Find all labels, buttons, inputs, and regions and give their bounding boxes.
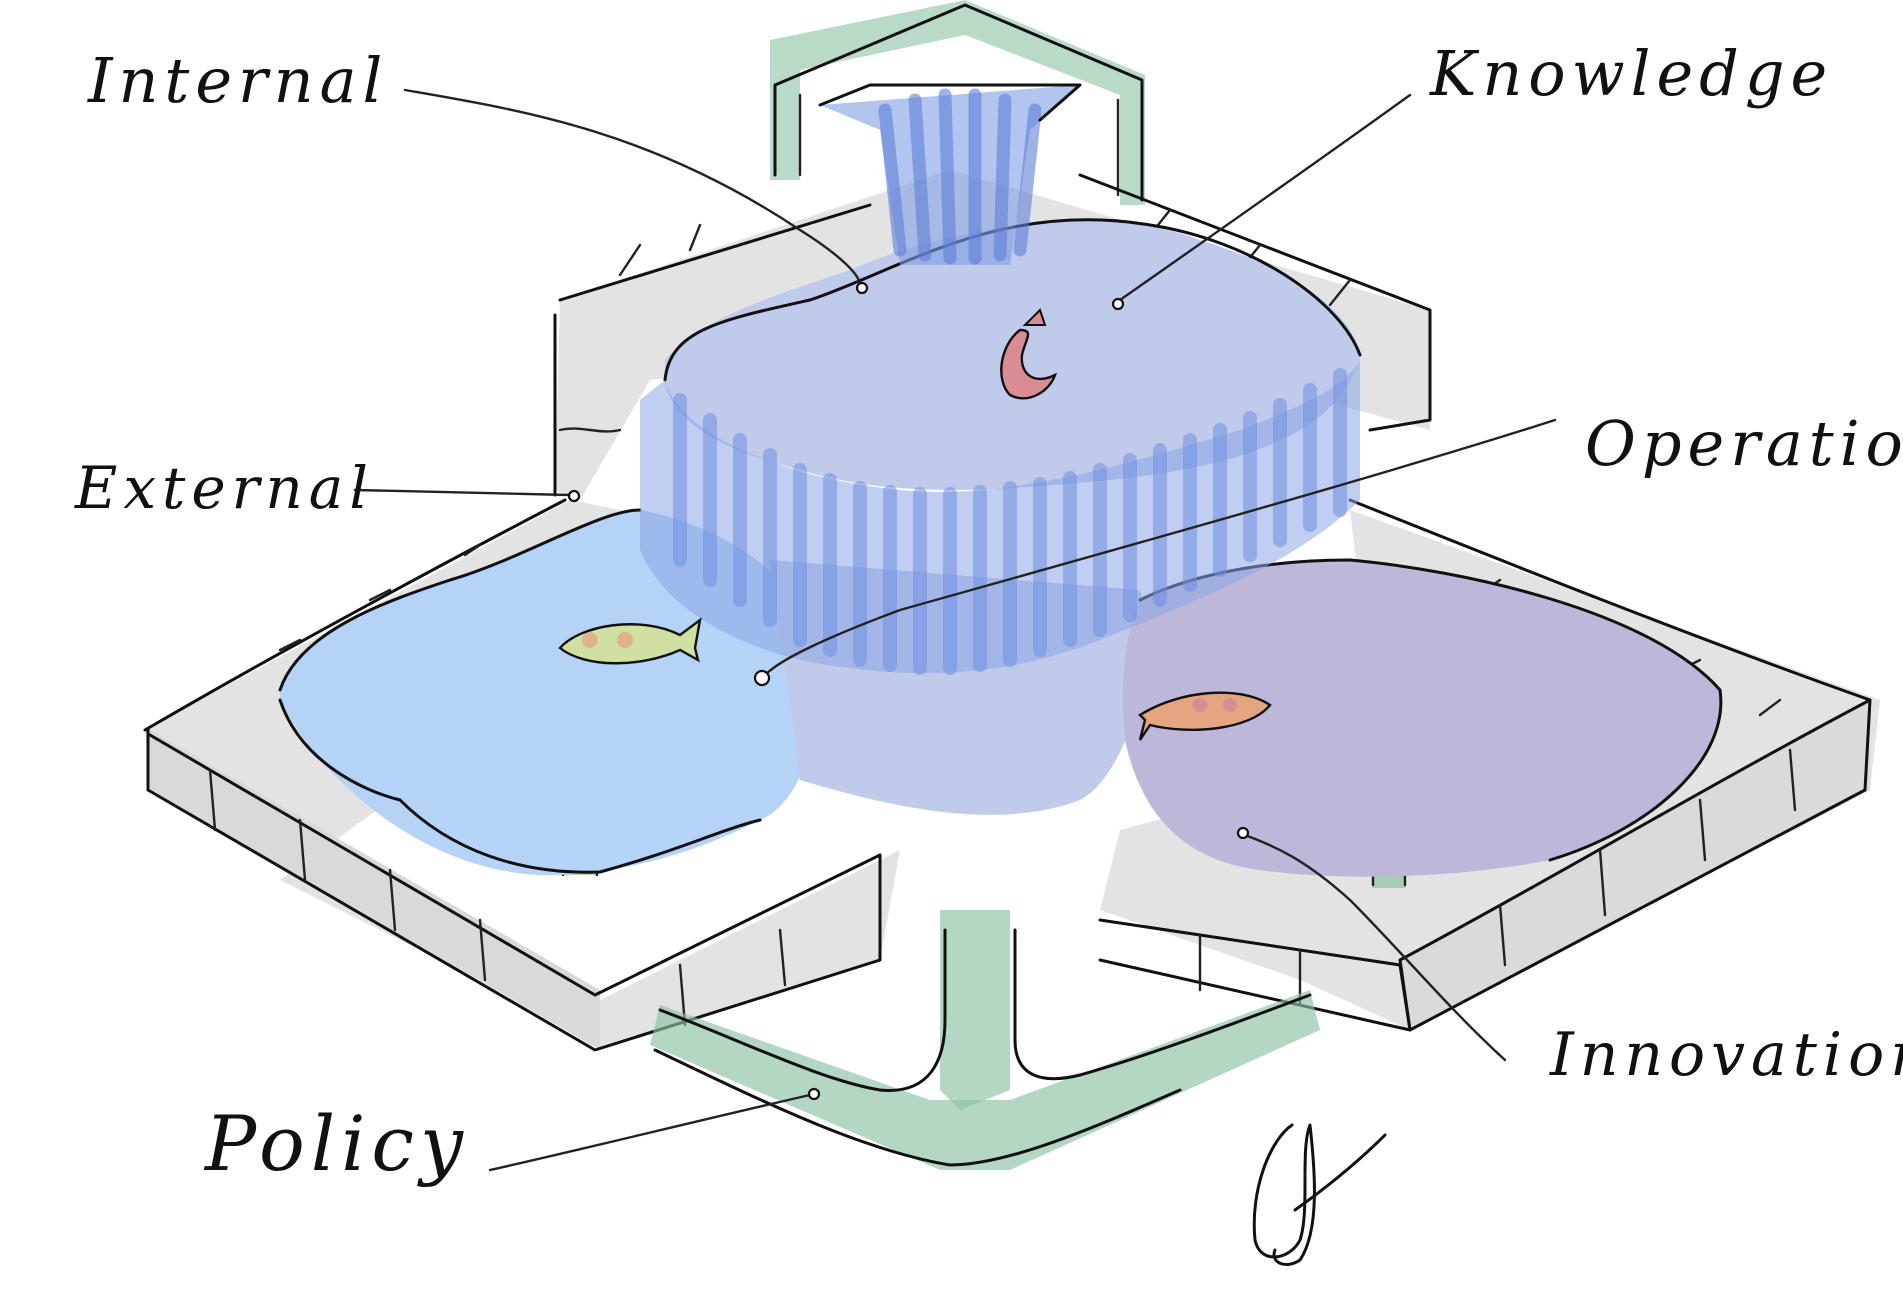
fish-red-icon bbox=[1000, 308, 1058, 400]
fish-green-icon bbox=[558, 617, 702, 665]
label-policy: Policy bbox=[203, 1099, 469, 1188]
top-spout bbox=[818, 83, 1082, 265]
leader-lines bbox=[353, 88, 1557, 1172]
label-internal: Internal bbox=[87, 44, 388, 117]
label-innovation: Innovation bbox=[1549, 1020, 1903, 1090]
label-operations: Operations bbox=[1585, 407, 1903, 480]
artist-signature bbox=[1252, 1123, 1387, 1266]
cascade bbox=[640, 360, 1360, 675]
label-external: External bbox=[74, 454, 374, 522]
label-knowledge: Knowledge bbox=[1429, 37, 1833, 110]
bottom-pipe-network bbox=[650, 910, 1320, 1170]
top-pipe-frame bbox=[770, 0, 1145, 205]
fish-orange-icon bbox=[1138, 691, 1272, 741]
